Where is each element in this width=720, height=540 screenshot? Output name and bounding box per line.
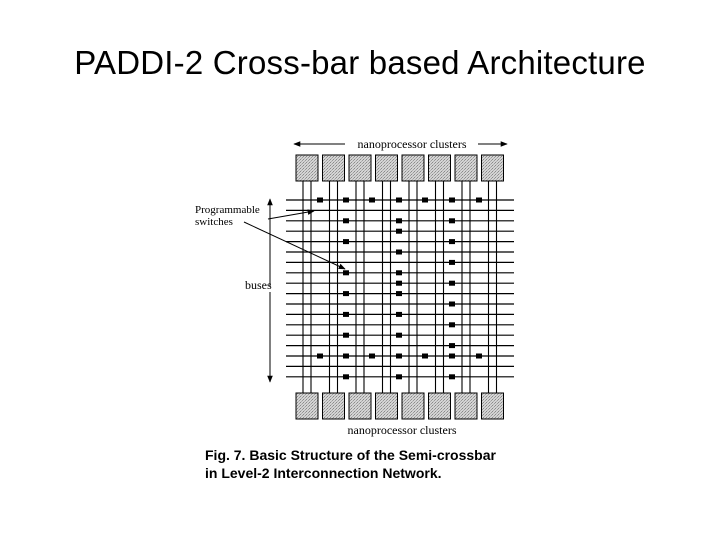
top-label-group: nanoprocessor clusters (293, 137, 508, 151)
bottom-cluster-box (348, 392, 372, 420)
programmable-switch (422, 353, 428, 359)
bottom-cluster-box (481, 392, 504, 420)
programmable-switch (343, 270, 349, 276)
vertical-lines (302, 181, 498, 393)
programmable-switch (396, 291, 402, 297)
top-cluster-box (375, 154, 398, 182)
programmable-switch (396, 270, 402, 276)
top-cluster-box (454, 154, 478, 182)
top-cluster-box (322, 154, 345, 182)
programmable-switch (449, 239, 455, 245)
bottom-cluster-box (428, 392, 451, 420)
programmable-switch (449, 353, 455, 359)
programmable-switch (343, 197, 349, 203)
switch-pointer-2 (243, 221, 346, 270)
programmable-switch (396, 332, 402, 338)
programmable-switch (396, 280, 402, 286)
top-cluster-box (481, 154, 504, 182)
top-cluster-box (295, 154, 319, 182)
bottom-cluster-row (295, 392, 504, 420)
programmable-switch (476, 197, 482, 203)
programmable-switch (343, 239, 349, 245)
bottom-cluster-box (454, 392, 478, 420)
programmable-switch (449, 197, 455, 203)
programmable-switch (343, 332, 349, 338)
programmable-switch (476, 353, 482, 359)
programmable-switch (449, 259, 455, 265)
buses-label-group: buses (245, 198, 273, 383)
switch-pointer-1 (267, 209, 315, 220)
programmable-switch (396, 197, 402, 203)
programmable-switch (317, 197, 323, 203)
switches-label-group: Programmable switches (195, 204, 346, 270)
programmable-switch (396, 249, 402, 255)
top-cluster-box (401, 154, 425, 182)
caption-line-2: in Level-2 Interconnection Network. (205, 465, 442, 481)
programmable-switch (449, 343, 455, 349)
bottom-cluster-box (401, 392, 425, 420)
programmable-switch (449, 301, 455, 307)
programmable-switch (396, 218, 402, 224)
programmable-switch (343, 311, 349, 317)
caption-line-1: Fig. 7. Basic Structure of the Semi-cros… (205, 447, 496, 463)
programmable-switch (369, 353, 375, 359)
bottom-cluster-box (375, 392, 398, 420)
top-cluster-box (348, 154, 372, 182)
switches-label-line1: Programmable (195, 204, 260, 216)
programmable-switch (396, 353, 402, 359)
programmable-switch (343, 353, 349, 359)
programmable-switch (343, 374, 349, 380)
top-cluster-box (428, 154, 451, 182)
top-cluster-row (295, 154, 504, 182)
programmable-switch (449, 280, 455, 286)
bottom-cluster-box (322, 392, 345, 420)
programmable-switch (343, 218, 349, 224)
programmable-switch (449, 374, 455, 380)
top-label: nanoprocessor clusters (358, 137, 467, 151)
switch-dots (317, 197, 482, 380)
programmable-switch (396, 374, 402, 380)
figure-caption: Fig. 7. Basic Structure of the Semi-cros… (205, 446, 496, 482)
programmable-switch (343, 291, 349, 297)
programmable-switch (369, 197, 375, 203)
programmable-switch (396, 228, 402, 234)
programmable-switch (396, 311, 402, 317)
slide-title: PADDI-2 Cross-bar based Architecture (74, 44, 646, 81)
programmable-switch (422, 197, 428, 203)
programmable-switch (449, 322, 455, 328)
programmable-switch (317, 353, 323, 359)
bottom-cluster-box (295, 392, 319, 420)
buses-label: buses (245, 278, 272, 292)
programmable-switch (449, 218, 455, 224)
switches-label-line2: switches (195, 216, 233, 228)
bus-lines (286, 199, 514, 378)
bottom-label: nanoprocessor clusters (348, 423, 457, 437)
